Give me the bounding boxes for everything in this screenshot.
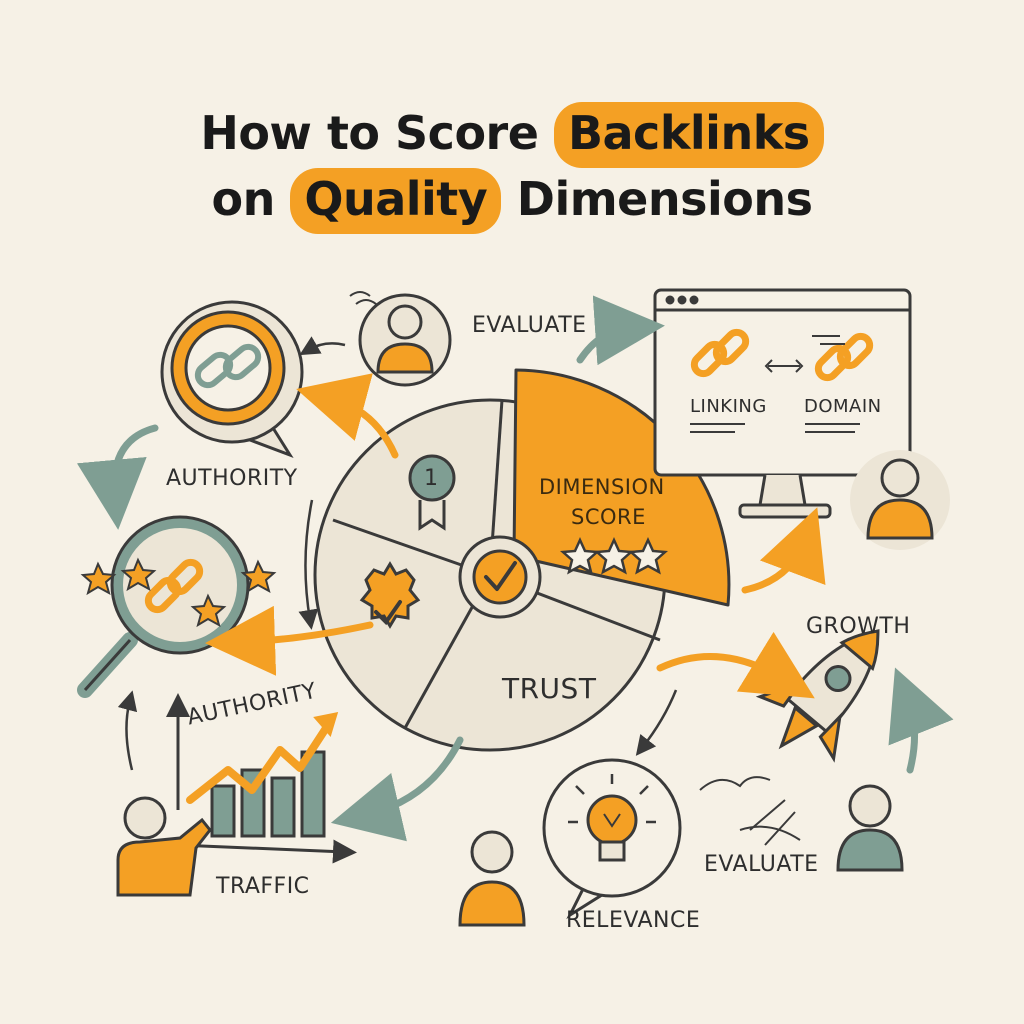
title-prefix-2: on (211, 172, 291, 226)
arrow-icon (635, 689, 678, 756)
star-icon (627, 536, 669, 575)
arrow-icon (76, 424, 159, 530)
label-authority-left: AUTHORITY (166, 466, 298, 491)
label-relevance: RELEVANCE (566, 908, 701, 933)
label-badge-number: 1 (424, 466, 439, 491)
arrow-icon (117, 690, 138, 771)
title-prefix-1: How to Score (200, 106, 554, 160)
rocket-icon (755, 629, 880, 763)
check-badge-icon (359, 561, 421, 629)
person-avatar-icon (836, 784, 904, 872)
label-domain: DOMAIN (804, 396, 882, 417)
person-avatar-icon (850, 450, 950, 550)
central-pie (313, 368, 731, 752)
arrow-icon (298, 499, 319, 630)
lightbulb-icon (542, 758, 682, 920)
title-suffix-2: Dimensions (501, 172, 813, 226)
person-avatar-icon (349, 291, 452, 387)
rocket-trail (699, 776, 801, 846)
star-icon (559, 536, 601, 575)
title-line-2: on Quality Dimensions (0, 168, 1024, 234)
hand-icon (116, 796, 212, 897)
double-arrow-icon (764, 359, 804, 373)
arrow-icon (296, 373, 399, 459)
label-traffic: TRAFFIC (216, 874, 310, 899)
label-evaluate-top: EVALUATE (472, 313, 587, 338)
star-icon (240, 559, 277, 594)
arrow-icon (576, 295, 665, 366)
star-icon (80, 561, 117, 596)
arrow-icon (888, 667, 954, 774)
label-growth: GROWTH (806, 614, 911, 639)
person-avatar-icon (458, 830, 526, 927)
chain-link-circle-icon (160, 300, 304, 458)
label-dimension: DIMENSION (539, 475, 665, 499)
chain-link-icon (814, 332, 874, 382)
arrow-icon (656, 631, 815, 699)
label-trust: TRUST (502, 672, 597, 705)
arrow-icon (205, 605, 374, 676)
star-icon (593, 536, 635, 575)
title-line-1: How to Score Backlinks (0, 102, 1024, 168)
title-highlight-backlinks: Backlinks (553, 102, 824, 168)
magnifier-chain-stars-icon (77, 515, 277, 698)
chain-link-icon (690, 328, 750, 378)
star-icon (120, 557, 157, 592)
label-score: SCORE (571, 505, 646, 529)
dimension-stars (559, 536, 669, 575)
bar-chart-icon (166, 693, 357, 864)
arrow-icon (330, 736, 464, 842)
label-linking: LINKING (690, 396, 767, 417)
arrow-icon (299, 336, 346, 356)
medal-badge-icon (408, 454, 456, 531)
title-highlight-quality: Quality (290, 168, 502, 234)
arrow-icon (741, 507, 826, 594)
label-evaluate-bottom: EVALUATE (704, 852, 819, 877)
